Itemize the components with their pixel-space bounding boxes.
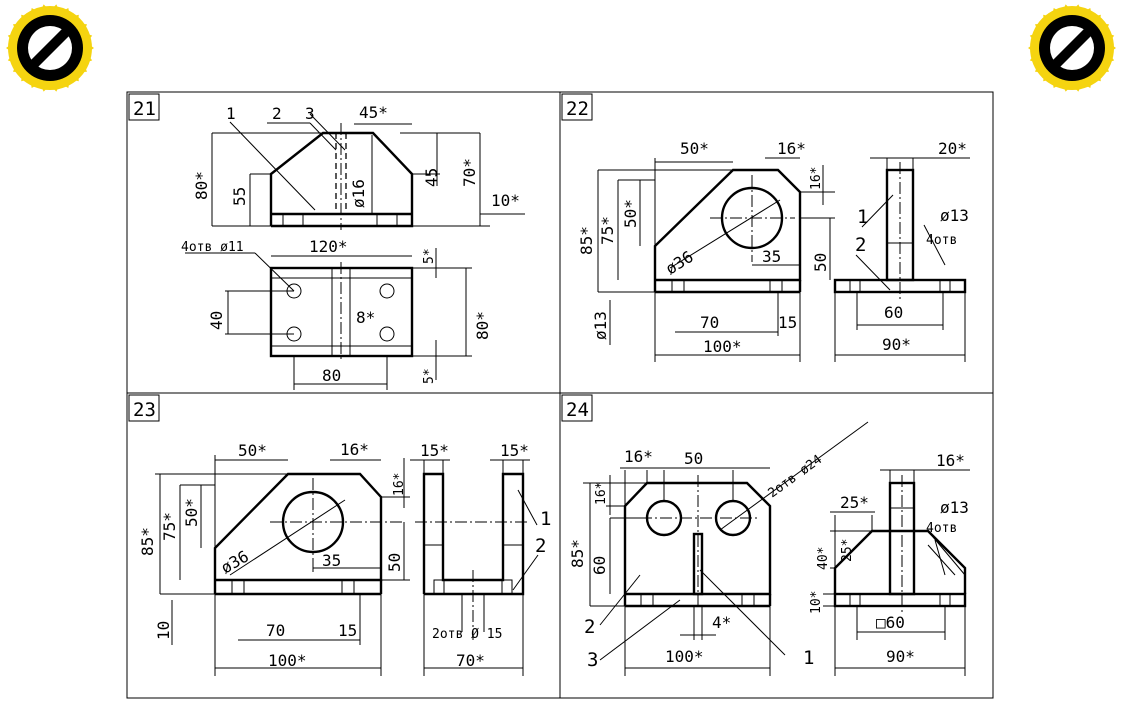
note-label: 4отв bbox=[926, 233, 957, 248]
dim-label: 100* bbox=[703, 337, 742, 356]
note-label: 2отв ø24 bbox=[766, 452, 826, 501]
dim-label: 100* bbox=[665, 647, 704, 666]
dim-label: 50* bbox=[621, 199, 640, 228]
dim-label: 60 bbox=[884, 303, 903, 322]
dim-label: □60 bbox=[876, 613, 905, 632]
callout-label: 3 bbox=[305, 104, 315, 123]
callout-label: 1 bbox=[540, 508, 551, 530]
dim-label: 50* bbox=[680, 139, 709, 158]
panel-number: 23 bbox=[133, 399, 156, 421]
dim-label: 40* bbox=[816, 547, 831, 570]
badge-left bbox=[6, 4, 94, 92]
dim-label: 15 bbox=[778, 313, 797, 332]
dim-label: 40 bbox=[207, 311, 226, 330]
dim-label: 20* bbox=[938, 139, 967, 158]
dim-label: ø16 bbox=[349, 179, 368, 208]
dim-label: 10* bbox=[809, 591, 824, 614]
dim-label: 16* bbox=[340, 440, 369, 459]
dim-label: 16* bbox=[809, 167, 824, 190]
dim-label: 50 bbox=[684, 449, 703, 468]
dim-label: 70* bbox=[460, 158, 479, 187]
dim-label: 4* bbox=[712, 613, 731, 632]
dim-label: 85* bbox=[577, 226, 596, 255]
dim-label: 50 bbox=[385, 553, 404, 572]
panel-23: 23 50* 16* 16* 85 bbox=[128, 394, 551, 676]
callout-label: 2 bbox=[855, 234, 866, 256]
dim-label: 15* bbox=[420, 441, 449, 460]
dim-label: 16* bbox=[392, 473, 407, 496]
dim-label: 50* bbox=[182, 498, 201, 527]
callout-label: 2 bbox=[272, 104, 282, 123]
dim-label: 80 bbox=[322, 366, 341, 385]
dim-label: ø36 bbox=[662, 247, 697, 278]
callout-label: 2 bbox=[584, 616, 595, 638]
dim-label: 5* bbox=[422, 248, 437, 264]
note-label: 4отв ø11 bbox=[181, 240, 244, 255]
dim-label: 45 bbox=[422, 168, 441, 187]
note-label: 2отв Ø 15 bbox=[432, 627, 502, 642]
dim-label: 25* bbox=[840, 493, 869, 512]
dim-label: 10* bbox=[491, 191, 520, 210]
callout-label: 1 bbox=[857, 206, 868, 228]
dim-label: 120* bbox=[309, 237, 348, 256]
dim-label: ø13 bbox=[940, 498, 969, 517]
panel-number: 22 bbox=[566, 98, 589, 120]
panel-21: 21 45* 70* 45 80* 55 ø16 10* 1 2 bbox=[128, 93, 525, 390]
callout-label: 1 bbox=[226, 104, 236, 123]
panel-number: 21 bbox=[133, 98, 156, 120]
dim-label: 80* bbox=[473, 311, 492, 340]
callout-label: 3 bbox=[587, 649, 598, 671]
dim-label: 70* bbox=[456, 651, 485, 670]
dim-label: 35 bbox=[322, 551, 341, 570]
dim-label: 16* bbox=[936, 451, 965, 470]
dim-label: 16* bbox=[777, 139, 806, 158]
callout-label: 1 bbox=[803, 647, 814, 669]
dim-label: 5* bbox=[422, 368, 437, 384]
note-label: 4отв bbox=[926, 521, 957, 536]
dim-label: 75* bbox=[598, 216, 617, 245]
dim-label: ø36 bbox=[218, 547, 253, 578]
dim-label: ø13 bbox=[591, 311, 610, 340]
dim-label: 15 bbox=[338, 621, 357, 640]
dim-label: 85* bbox=[138, 527, 157, 556]
dim-label: 16* bbox=[624, 447, 653, 466]
dim-label: 70 bbox=[266, 621, 285, 640]
dim-label: 60 bbox=[590, 556, 609, 575]
dim-label: 25* bbox=[840, 539, 855, 562]
dim-label: 100* bbox=[268, 651, 307, 670]
dim-label: 45* bbox=[359, 103, 388, 122]
dim-label: 85* bbox=[568, 539, 587, 568]
dim-label: 55 bbox=[230, 187, 249, 206]
panel-number: 24 bbox=[566, 399, 589, 421]
dim-label: 8* bbox=[356, 308, 375, 327]
dim-label: 75* bbox=[160, 512, 179, 541]
dim-label: 16* bbox=[594, 482, 609, 505]
dim-label: 90* bbox=[886, 647, 915, 666]
dim-label: 15* bbox=[500, 441, 529, 460]
dim-label: 50* bbox=[238, 441, 267, 460]
panel-24: 24 16* 50 16* bbox=[561, 394, 970, 676]
callout-label: 2 bbox=[535, 535, 546, 557]
dim-label: 10 bbox=[154, 621, 173, 640]
panel-22: 22 50* 16* 20* 16* 85* bbox=[561, 93, 970, 362]
badge-right bbox=[1028, 4, 1116, 92]
dim-label: 70 bbox=[700, 313, 719, 332]
dim-label: ø13 bbox=[940, 206, 969, 225]
dim-label: 50 bbox=[811, 253, 830, 272]
dim-label: 90* bbox=[882, 335, 911, 354]
dim-label: 35 bbox=[762, 247, 781, 266]
dim-label: 80* bbox=[192, 171, 211, 200]
